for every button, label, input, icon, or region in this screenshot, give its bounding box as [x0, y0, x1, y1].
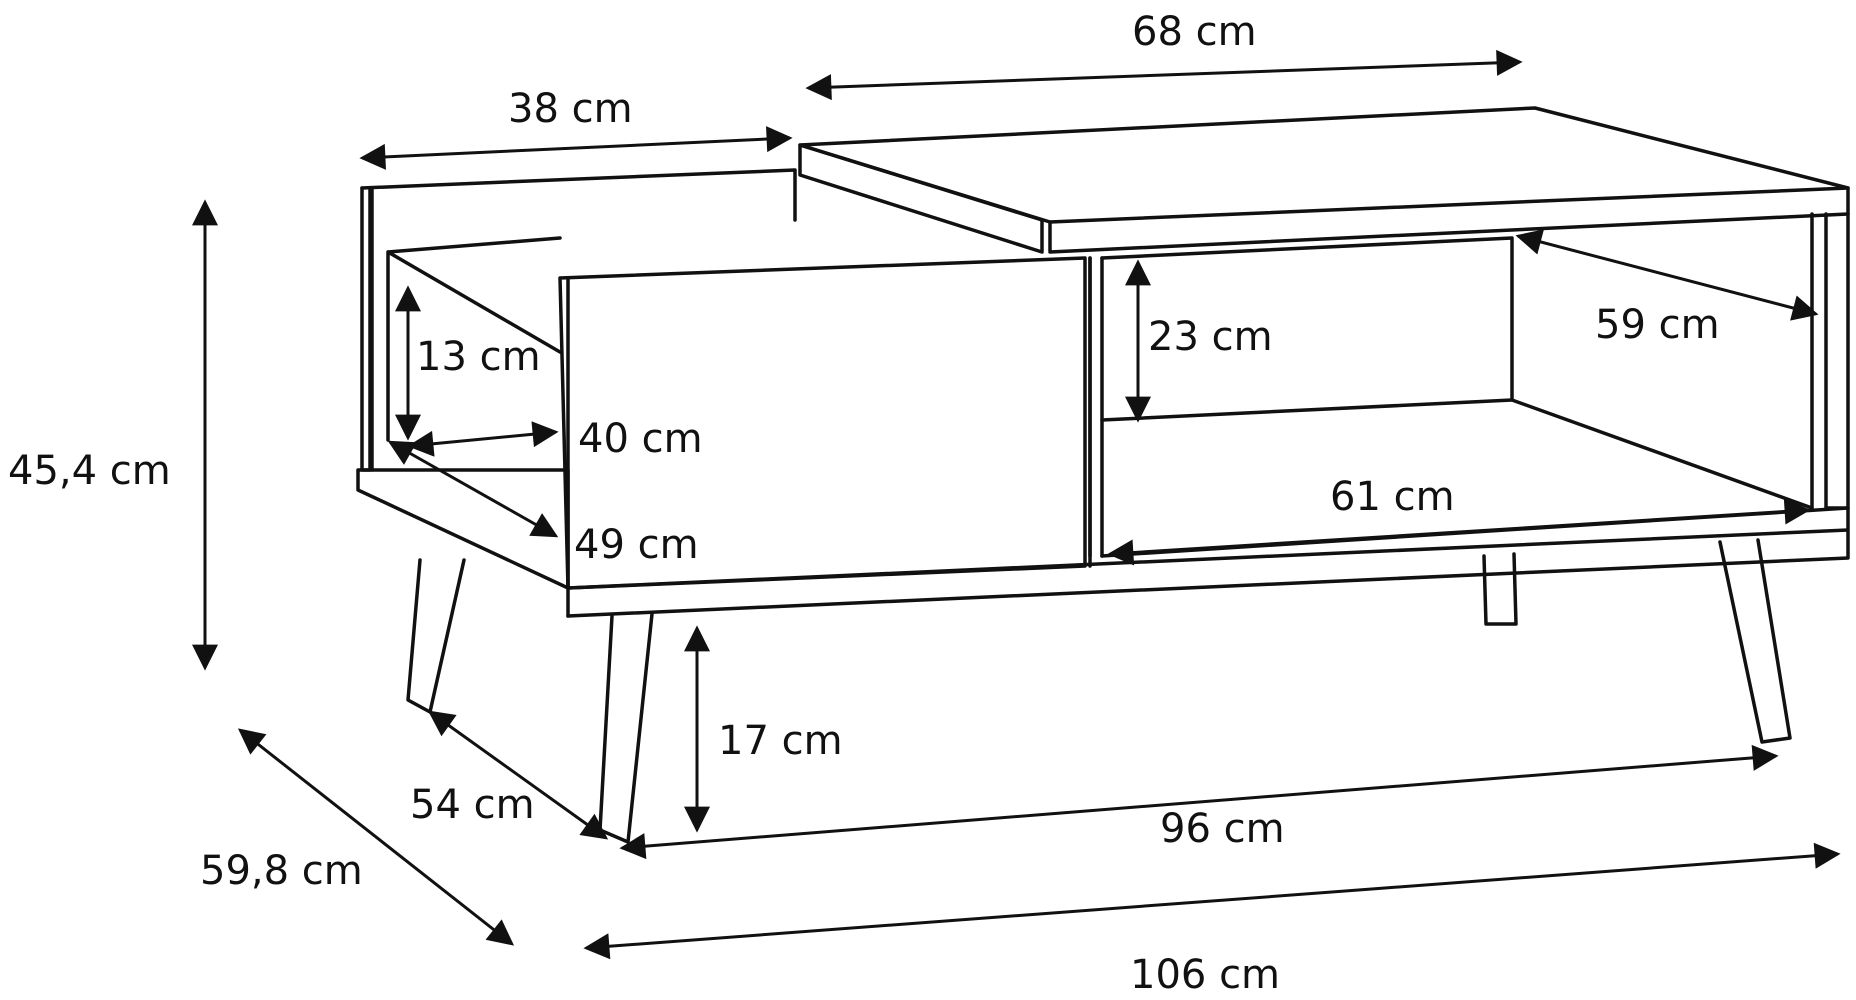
shelf-back-panel [1100, 236, 1514, 422]
leg-front-right [1718, 538, 1792, 744]
leg-back-left [406, 558, 466, 714]
label-total-width: 106 cm [1130, 952, 1280, 998]
label-shelf-width: 61 cm [1330, 474, 1455, 520]
label-shelf-depth: 59 cm [1595, 302, 1720, 348]
label-shelf-height: 23 cm [1148, 314, 1273, 360]
label-sliding-top-width: 38 cm [508, 86, 633, 132]
left-side-panel [360, 186, 372, 472]
leg-front-left [598, 612, 654, 844]
label-top-width: 68 cm [1132, 9, 1257, 55]
dim-line-40 [407, 421, 559, 457]
label-leg-width: 96 cm [1160, 806, 1285, 852]
dim-line-61 [1107, 498, 1811, 566]
left-back-panel [360, 168, 797, 472]
bottom-plinth [566, 506, 1850, 618]
shelf-divider [1088, 256, 1104, 558]
label-drawer-height: 13 cm [416, 334, 541, 380]
dim-line-59-8 [237, 728, 515, 946]
dim-line-106 [583, 842, 1841, 960]
label-leg-depth: 54 cm [410, 782, 535, 828]
table-top-front-edge [1048, 186, 1850, 254]
dimension-lines [192, 49, 1841, 960]
label-total-depth: 59,8 cm [200, 848, 363, 894]
dim-line-96 [619, 744, 1779, 860]
shelf-back-corner [1510, 398, 1814, 510]
dim-line-59 [1515, 229, 1819, 321]
dim-line-68 [805, 49, 1523, 101]
sliding-top [798, 143, 1044, 254]
dimension-labels: 68 cm 38 cm 45,4 cm 13 cm 40 cm 49 cm 23… [8, 9, 1720, 998]
label-drawer-width: 40 cm [578, 416, 703, 462]
shelf-right-side [1810, 212, 1850, 510]
label-drawer-depth: 49 cm [574, 522, 699, 568]
table-top [798, 106, 1850, 224]
label-total-height: 45,4 cm [8, 448, 171, 494]
dim-line-49 [387, 440, 559, 538]
left-inner-shelf [386, 236, 562, 442]
coffee-table-outline [356, 106, 1850, 618]
label-leg-height: 17 cm [718, 718, 843, 764]
leg-back-right [1482, 552, 1518, 626]
dim-line-38 [359, 126, 793, 170]
